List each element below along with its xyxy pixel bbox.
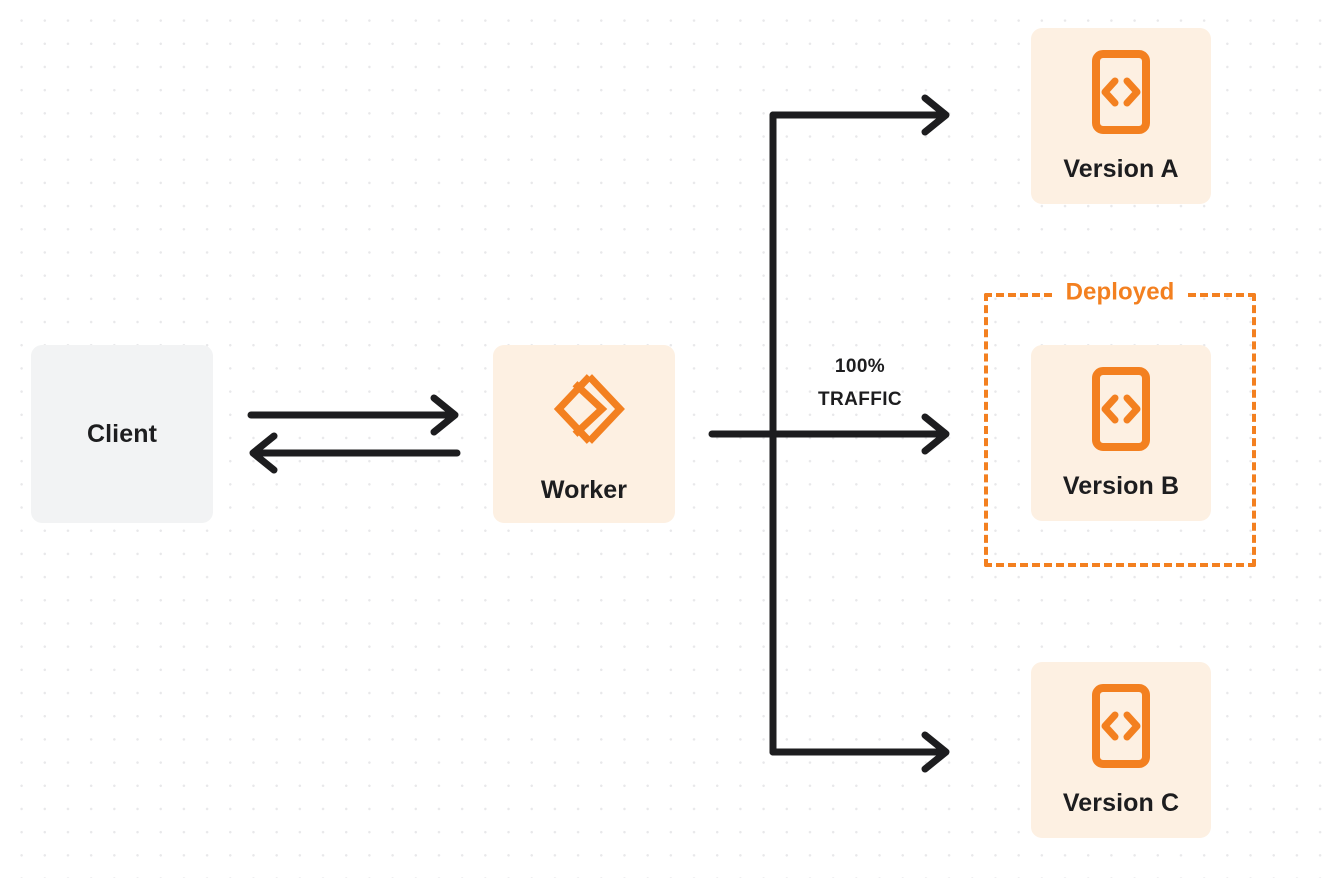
- node-version-a-label: Version A: [1063, 154, 1179, 183]
- edge-to-version-a: [769, 94, 950, 136]
- node-version-b-label: Version B: [1062, 471, 1180, 500]
- node-version-b[interactable]: Version B: [1031, 345, 1211, 521]
- edge-to-version-b: [708, 413, 950, 455]
- node-version-c-label: Version C: [1062, 788, 1180, 817]
- traffic-caption: TRAFFIC: [817, 389, 903, 411]
- edge-worker-to-client: [249, 432, 461, 474]
- code-file-icon: [1090, 49, 1152, 135]
- edge-to-version-c: [769, 731, 950, 773]
- group-deployed: Deployed: [984, 278, 1256, 567]
- node-version-c[interactable]: Version C: [1031, 662, 1211, 838]
- traffic-percent: 100%: [834, 356, 886, 377]
- workers-logo-icon: [539, 364, 629, 454]
- traffic-label: 100% TRAFFIC: [790, 350, 930, 417]
- node-version-a[interactable]: Version A: [1031, 28, 1211, 204]
- code-file-icon: [1090, 366, 1152, 452]
- node-worker-label: Worker: [540, 475, 628, 504]
- group-deployed-label: Deployed: [1054, 278, 1186, 307]
- node-client-label: Client: [86, 419, 158, 448]
- node-worker[interactable]: Worker: [493, 345, 675, 523]
- code-file-icon: [1090, 683, 1152, 769]
- edge-client-to-worker: [247, 394, 459, 436]
- node-client[interactable]: Client: [31, 345, 213, 523]
